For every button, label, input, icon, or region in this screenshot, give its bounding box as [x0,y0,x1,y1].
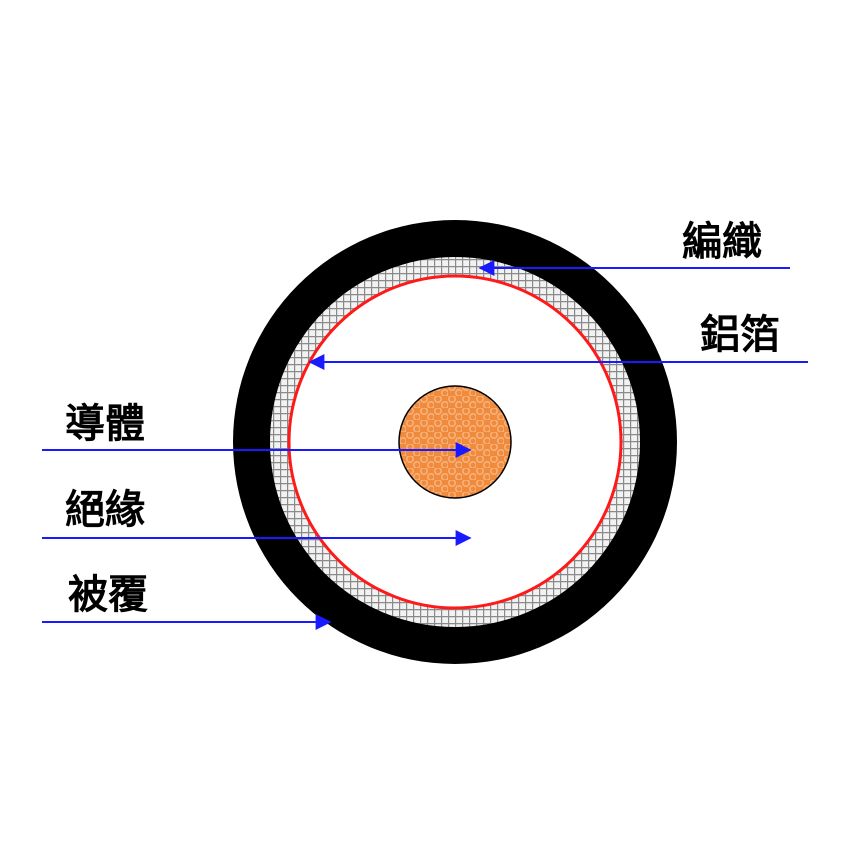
braid-label: 編織 [682,219,762,265]
conductor-core [398,385,512,499]
leader-arrows [42,260,808,630]
sheath-label: 被覆 [68,572,148,618]
foil-label: 鋁箔 [700,312,780,358]
foil-layer [287,274,623,610]
layer-labels: 編織 鋁箔 導體 絕緣 被覆 [65,219,780,618]
conductor-label: 導體 [65,401,145,447]
cable-layers [233,220,677,664]
insulation-label: 絕緣 [65,487,145,533]
